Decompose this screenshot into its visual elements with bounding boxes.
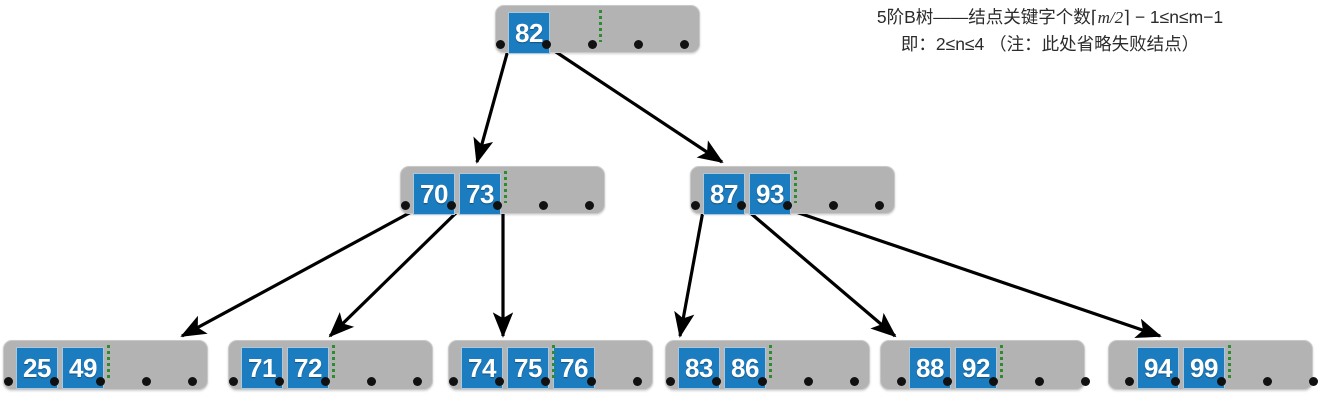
node-divider-dotted-line [769, 345, 772, 379]
node-divider-dotted-line [332, 345, 335, 379]
node-divider-dotted-line [504, 171, 507, 203]
node-pointer-dot[interactable] [989, 377, 998, 386]
node-pointer-dot[interactable] [96, 377, 105, 386]
caption-line1-text-b: − 1≤n≤m−1 [1129, 7, 1224, 27]
node-pointer-dot[interactable] [783, 201, 792, 210]
node-pointer-dot[interactable] [633, 377, 642, 386]
node-pointer-dot[interactable] [712, 377, 721, 386]
node-pointer-dot[interactable] [737, 201, 746, 210]
node-pointer-dot[interactable] [1081, 377, 1090, 386]
node-pointer-dot[interactable] [449, 377, 458, 386]
node-pointer-dot[interactable] [493, 201, 502, 210]
caption-line-2: 即：2≤n≤4 （注：此处省略失败结点） [900, 34, 1200, 54]
node-key[interactable]: 87 [703, 173, 745, 215]
node-pointer-dot[interactable] [634, 40, 643, 49]
tree-edge-arrow [746, 209, 897, 338]
tree-edge-arrow [552, 48, 724, 164]
node-pointer-dot[interactable] [321, 377, 330, 386]
node-divider-dotted-line [794, 171, 797, 203]
node-pointer-dot[interactable] [188, 377, 197, 386]
node-pointer-dot[interactable] [666, 377, 675, 386]
node-key[interactable]: 73 [459, 173, 501, 215]
node-pointer-dot[interactable] [413, 377, 422, 386]
tree-edges [180, 48, 1162, 339]
caption-formula-m: m/2 [1097, 8, 1124, 27]
node-pointer-dot[interactable] [680, 40, 689, 49]
node-pointer-dot[interactable] [541, 377, 550, 386]
node-key[interactable]: 25 [16, 347, 58, 389]
node-pointer-dot[interactable] [275, 377, 284, 386]
node-pointer-dot[interactable] [1263, 377, 1272, 386]
node-pointer-dot[interactable] [897, 377, 906, 386]
tree-edge-arrow [328, 209, 460, 338]
node-pointer-dot[interactable] [496, 40, 505, 49]
tree-edge-arrow [473, 49, 510, 164]
tree-edge-arrow [180, 209, 414, 338]
node-key[interactable]: 93 [749, 173, 791, 215]
node-pointer-dot[interactable] [585, 201, 594, 210]
node-pointer-dot[interactable] [447, 201, 456, 210]
node-divider-dotted-line [599, 10, 602, 42]
node-pointer-dot[interactable] [4, 377, 13, 386]
tree-edge-arrow [674, 210, 705, 338]
node-pointer-dot[interactable] [1125, 377, 1134, 386]
node-pointer-dot[interactable] [229, 377, 238, 386]
node-pointer-dot[interactable] [495, 377, 504, 386]
node-pointer-dot[interactable] [691, 201, 700, 210]
node-pointer-dot[interactable] [875, 201, 884, 210]
node-pointer-dot[interactable] [401, 201, 410, 210]
node-pointer-dot[interactable] [142, 377, 151, 386]
node-divider-dotted-line [1000, 345, 1003, 379]
ceiling-bracket-close: ⌉ [1123, 7, 1130, 27]
node-pointer-dot[interactable] [804, 377, 813, 386]
node-pointer-dot[interactable] [1035, 377, 1044, 386]
node-pointer-dot[interactable] [367, 377, 376, 386]
node-pointer-dot[interactable] [1309, 377, 1318, 386]
node-pointer-dot[interactable] [829, 201, 838, 210]
node-divider-dotted-line [107, 345, 110, 379]
node-pointer-dot[interactable] [943, 377, 952, 386]
node-keys: 82 [508, 6, 550, 54]
node-pointer-dot[interactable] [587, 377, 596, 386]
caption-line-1: 5阶B树——结点关键字个数⌈m/2⌉ − 1≤n≤m−1 [790, 4, 1310, 31]
node-divider-dotted-line [1228, 345, 1231, 379]
node-pointer-dot[interactable] [588, 40, 597, 49]
node-pointer-dot[interactable] [542, 40, 551, 49]
node-divider-dotted-line [552, 345, 555, 379]
caption-line1-text-a: 5阶B树——结点关键字个数 [876, 7, 1091, 27]
node-key[interactable]: 82 [508, 12, 550, 54]
node-pointer-dot[interactable] [1171, 377, 1180, 386]
diagram-caption: 5阶B树——结点关键字个数⌈m/2⌉ − 1≤n≤m−1 即：2≤n≤4 （注：… [790, 4, 1310, 58]
node-key[interactable]: 92 [955, 347, 997, 389]
node-pointer-dot[interactable] [539, 201, 548, 210]
node-pointer-dot[interactable] [50, 377, 59, 386]
ceiling-bracket-open: ⌈ [1090, 7, 1098, 27]
node-pointer-dot[interactable] [1217, 377, 1226, 386]
tree-edge-arrow [792, 209, 1162, 339]
node-pointer-dot[interactable] [850, 377, 859, 386]
node-pointer-dot[interactable] [758, 377, 767, 386]
btree-node[interactable]: 82 [495, 5, 700, 54]
